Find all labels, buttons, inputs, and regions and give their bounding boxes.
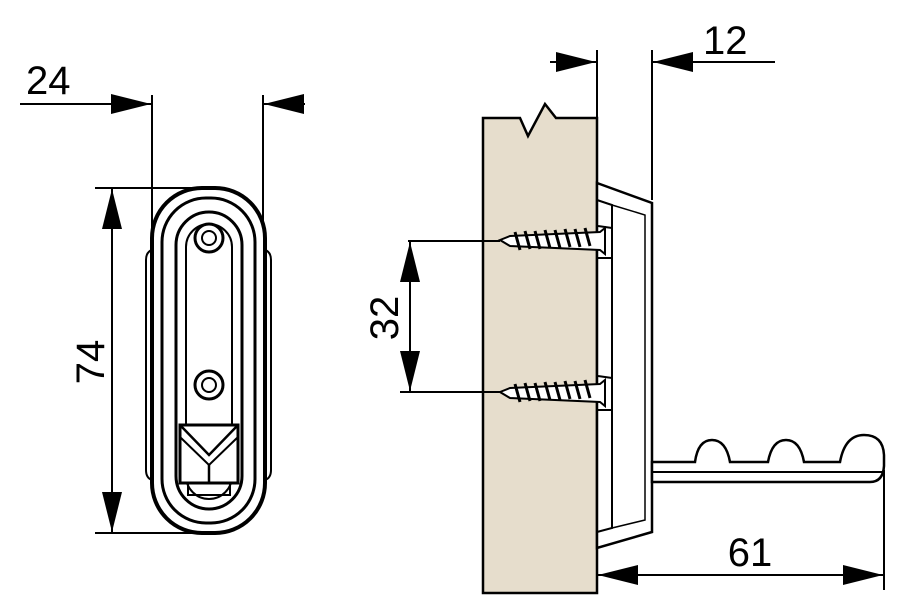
front-view: 24 74: [20, 59, 305, 535]
bracket-profile: [595, 181, 654, 550]
height-dimension: 74: [69, 187, 215, 534]
width-label: 24: [26, 59, 71, 103]
screw-top: [497, 225, 613, 259]
clip-mechanism: [178, 423, 240, 496]
screw-spacing-dimension: 32: [363, 240, 500, 393]
screw-hole-top: [193, 222, 225, 254]
side-view: 12 32: [363, 19, 886, 595]
screw-bottom: [497, 375, 613, 411]
rod-arm: [650, 433, 886, 484]
width-dimension: 24: [20, 59, 305, 240]
screw-hole-bottom: [193, 369, 225, 401]
depth-label: 12: [703, 19, 748, 63]
wood-panel: [481, 101, 599, 595]
arm-length-label: 61: [728, 531, 773, 575]
height-label: 74: [69, 340, 113, 385]
screw-spacing-label: 32: [363, 296, 407, 341]
depth-dimension: 12: [550, 19, 775, 200]
arm-length-dimension: 61: [598, 470, 885, 590]
